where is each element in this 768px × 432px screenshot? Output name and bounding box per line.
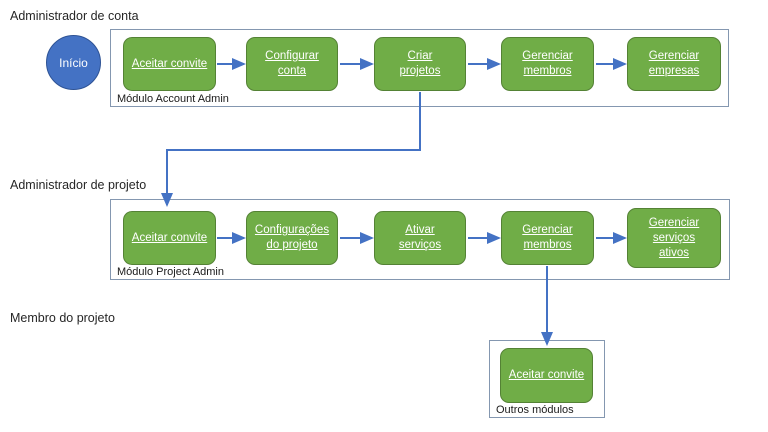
node-project-gerenciar-membros[interactable]: Gerenciar membros [501,211,594,265]
node-label: Aceitar convite [131,57,208,70]
node-project-gerenciar-servicos-ativos[interactable]: Gerenciar serviços ativos [627,208,721,268]
node-account-gerenciar-empresas[interactable]: Gerenciar empresas [627,37,721,91]
container-label-project-admin: Módulo Project Admin [117,266,224,278]
node-label: Gerenciar membros [522,50,573,77]
node-other-aceitar-convite[interactable]: Aceitar convite [500,348,593,403]
node-label: Aceitar convite [508,369,585,381]
node-project-aceitar-convite[interactable]: Aceitar convite [123,211,216,265]
start-node: Início [46,35,101,90]
lane-label-account-admin: Administrador de conta [10,9,139,23]
container-label-account-admin: Módulo Account Admin [117,93,229,105]
lane-label-project-member: Membro do projeto [10,311,115,325]
node-project-ativar-servicos[interactable]: Ativar serviços [374,211,466,265]
node-label: Gerenciar empresas [648,50,700,77]
node-label: Gerenciar serviços ativos [648,216,700,259]
node-account-aceitar-convite[interactable]: Aceitar convite [123,37,216,91]
node-account-configurar-conta[interactable]: Configurar conta [246,37,338,91]
container-label-other-modules: Outros módulos [496,404,574,416]
node-label: Ativar serviços [398,224,442,251]
start-node-label: Início [59,55,88,70]
node-label: Configurar conta [265,50,319,77]
connector-row1-to-row2 [161,92,421,207]
node-label: Gerenciar membros [522,224,573,251]
node-label: Criar projetos [399,50,441,77]
node-label: Configurações do projeto [254,224,330,251]
node-account-gerenciar-membros[interactable]: Gerenciar membros [501,37,594,91]
node-account-criar-projetos[interactable]: Criar projetos [374,37,466,91]
node-label: Aceitar convite [131,231,208,244]
lane-label-project-admin: Administrador de projeto [10,178,147,192]
node-project-configuracoes-projeto[interactable]: Configurações do projeto [246,211,338,265]
